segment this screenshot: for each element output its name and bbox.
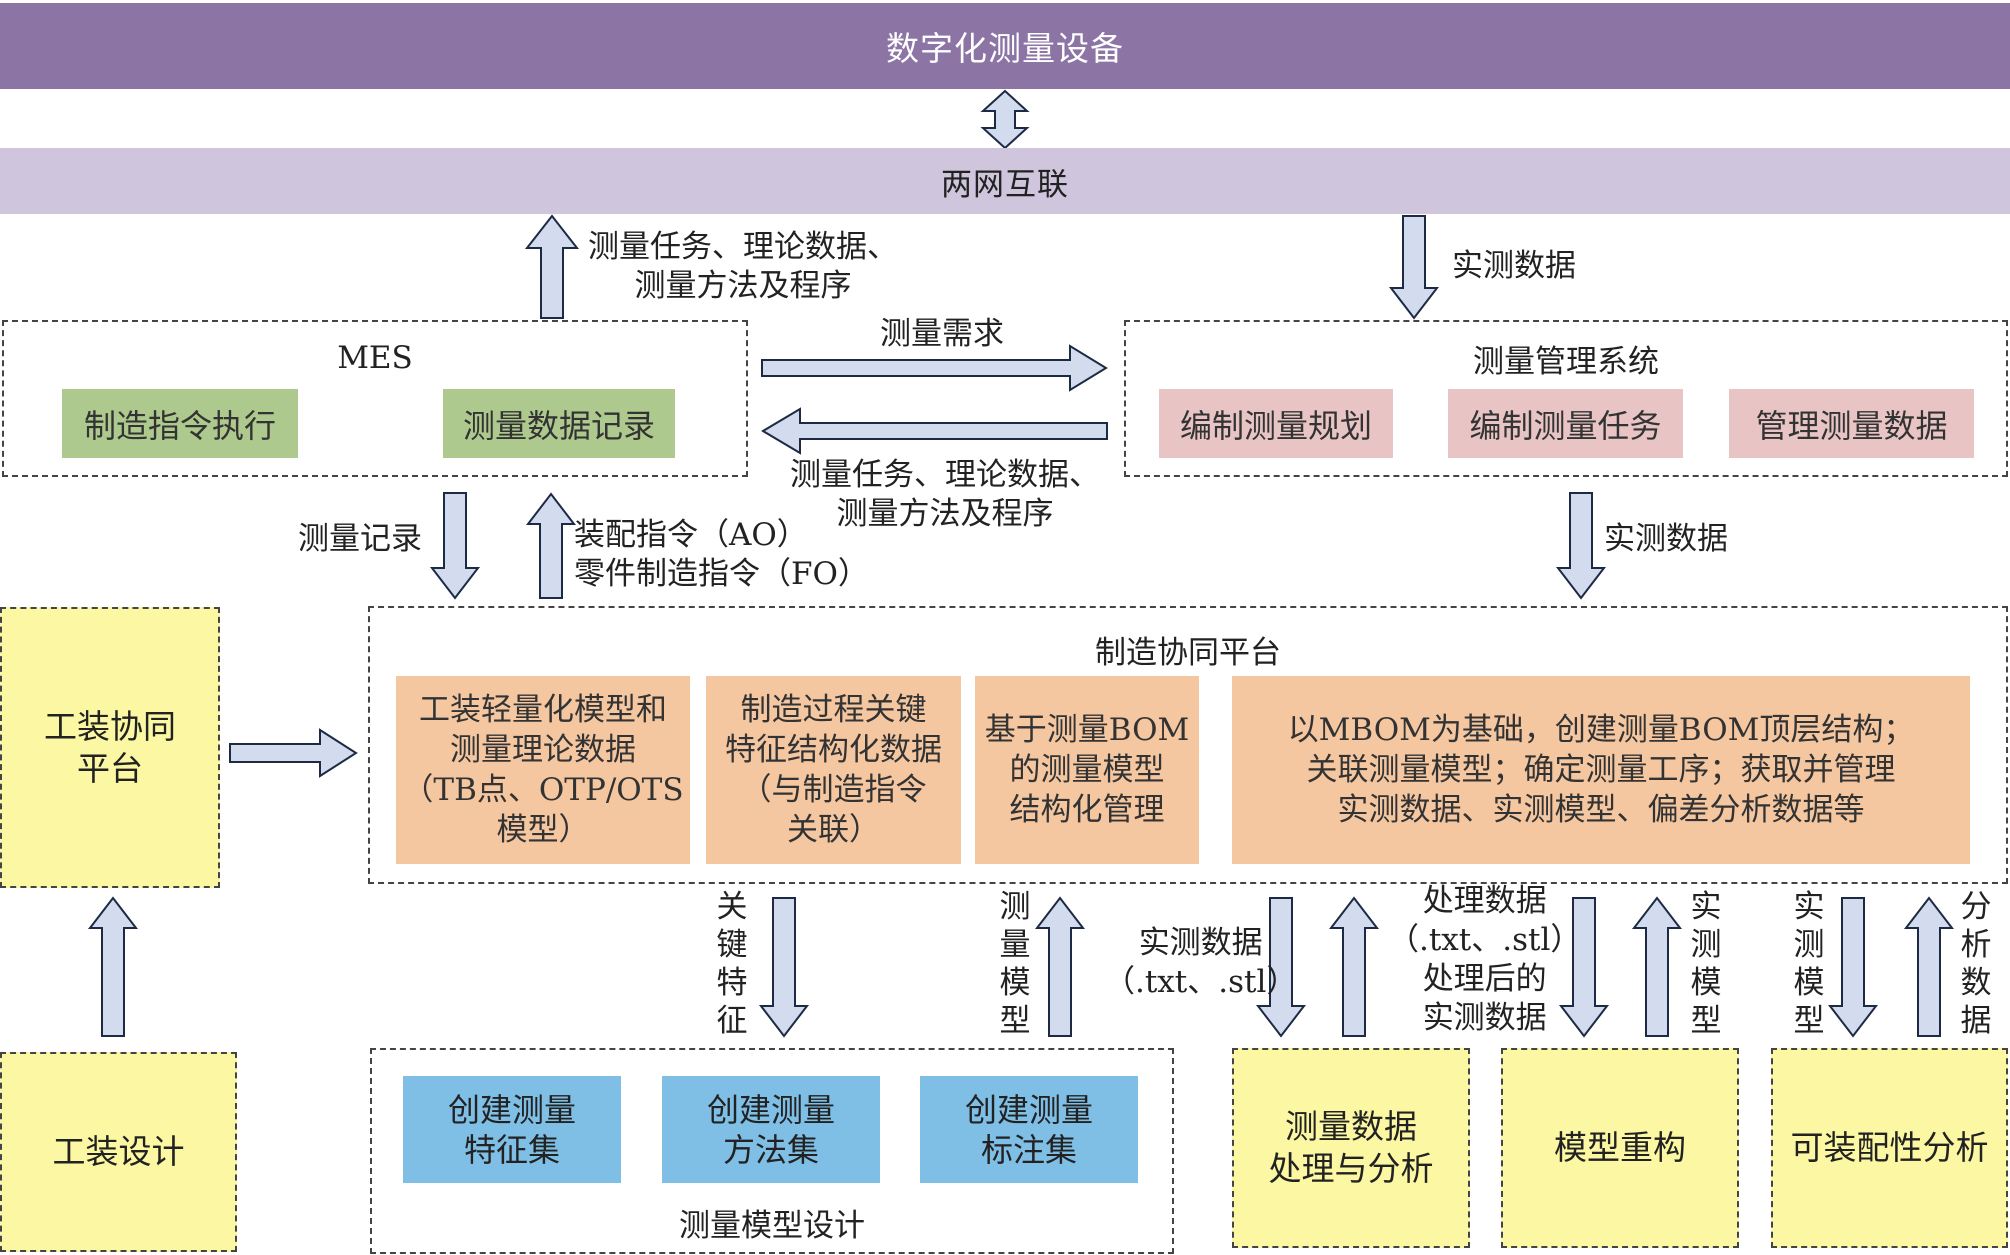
arrow-mms-to-mes	[761, 407, 1108, 455]
arrow-platform-to-model-design	[758, 897, 810, 1038]
label-measured-model-b: 实测模型	[1793, 889, 1825, 1039]
arrow-design-to-tooling	[87, 896, 139, 1037]
arrow-platform-to-reconstruction	[1558, 897, 1610, 1038]
assemblability-analysis: 可装配性分析	[1771, 1048, 2008, 1248]
mes-title: MES	[337, 340, 413, 376]
arrow-processing-to-platform	[1328, 896, 1380, 1037]
tooling-collaboration-platform: 工装协同 平台	[0, 607, 220, 888]
label-mms-to-platform: 实测数据	[1604, 521, 1728, 557]
platform-item-bom-model: 基于测量BOM 的测量模型 结构化管理	[975, 676, 1199, 864]
label-mes-to-mms: 测量需求	[880, 316, 1004, 352]
label-platform-to-mes: 装配指令（AO） 零件制造指令（FO）	[574, 517, 869, 592]
tooling-design: 工装设计	[0, 1052, 237, 1252]
label-mms-to-mes: 测量任务、理论数据、 测量方法及程序	[790, 457, 1100, 532]
arrow-tooling-to-platform	[229, 728, 358, 778]
mms-item-task: 编制测量任务	[1448, 389, 1683, 458]
arrow-platform-to-assemblability	[1827, 897, 1879, 1038]
arrow-platform-to-mes	[525, 492, 577, 599]
two-network-interconnection-band: 两网互联	[0, 148, 2010, 214]
label-key-feature: 关键特征	[716, 889, 748, 1039]
model-design-item-method-set: 创建测量 方法集	[662, 1076, 880, 1183]
model-reconstruction: 模型重构	[1501, 1048, 1739, 1248]
model-design-title: 测量模型设计	[679, 1207, 865, 1244]
arrow-reconstruction-to-platform	[1631, 896, 1683, 1037]
mms-title: 测量管理系统	[1473, 343, 1659, 380]
model-design-item-annotation-set: 创建测量 标注集	[920, 1076, 1138, 1183]
double-arrow-equipment-network	[980, 89, 1030, 150]
arrow-assemblability-to-platform	[1903, 896, 1955, 1037]
model-design-item-feature-set: 创建测量 特征集	[403, 1076, 621, 1183]
label-mes-to-network: 测量任务、理论数据、 测量方法及程序	[588, 229, 898, 304]
label-processed-data: 处理数据 （.txt、.stl） 处理后的 实测数据	[1388, 883, 1582, 1036]
mms-item-data: 管理测量数据	[1729, 389, 1974, 458]
arrow-mes-to-network	[524, 214, 580, 319]
mes-box	[2, 320, 748, 477]
measurement-model-design-box	[370, 1048, 1174, 1254]
platform-item-tooling-model: 工装轻量化模型和 测量理论数据 （TB点、OTP/OTS 模型）	[396, 676, 690, 864]
data-processing-analysis: 测量数据 处理与分析	[1232, 1048, 1470, 1248]
arrow-mms-to-platform	[1555, 492, 1607, 600]
label-network-to-mms: 实测数据	[1452, 248, 1576, 284]
platform-title: 制造协同平台	[1095, 634, 1281, 671]
arrow-platform-to-processing	[1255, 897, 1307, 1038]
platform-item-mbom: 以MBOM为基础，创建测量BOM顶层结构； 关联测量模型；确定测量工序；获取并管…	[1232, 676, 1970, 864]
label-analysis-data: 分析数据	[1960, 889, 1992, 1039]
label-mes-to-platform: 测量记录	[298, 521, 422, 557]
arrow-mes-to-mms	[761, 344, 1108, 392]
digital-measurement-equipment-band: 数字化测量设备	[0, 3, 2010, 89]
platform-item-key-features: 制造过程关键 特征结构化数据 （与制造指令 关联）	[706, 676, 961, 864]
mms-item-plan: 编制测量规划	[1159, 389, 1393, 458]
arrow-model-design-to-platform	[1034, 896, 1086, 1037]
measurement-management-system-box	[1124, 320, 2008, 477]
mes-item-record-data: 测量数据记录	[443, 389, 675, 458]
manufacturing-collaboration-platform-box	[368, 606, 2008, 884]
label-measure-model: 测量模型	[999, 889, 1031, 1039]
arrow-network-to-mms	[1388, 215, 1440, 320]
mes-item-execute-instruction: 制造指令执行	[62, 389, 298, 458]
arrow-mes-to-platform	[429, 492, 481, 600]
label-measured-model-a: 实测模型	[1690, 889, 1722, 1039]
label-measured-data-txt: 实测数据 （.txt、.stl）	[1104, 925, 1298, 1000]
